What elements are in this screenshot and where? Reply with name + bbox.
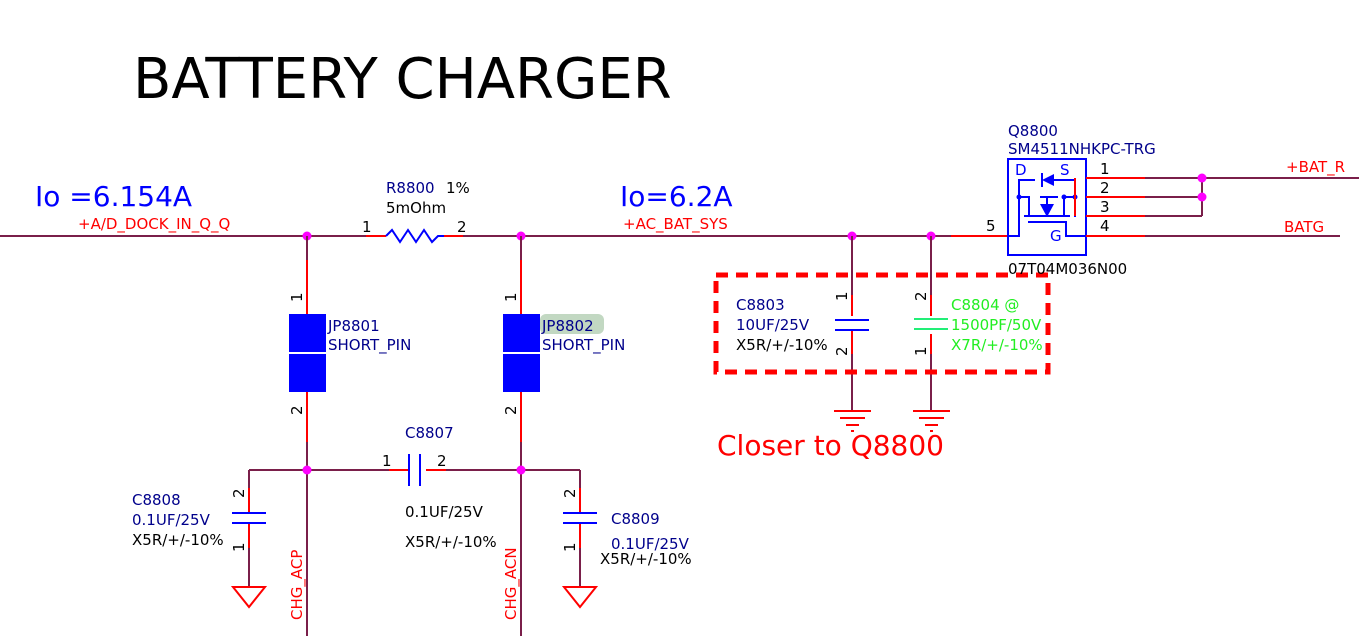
jp8802-ref: JP8802 bbox=[541, 317, 594, 335]
r8800-ref: R8800 bbox=[386, 179, 435, 197]
capacitor-c8803[interactable] bbox=[835, 236, 869, 411]
c8809-value: 0.1UF/25V bbox=[611, 535, 690, 553]
net-label-dock-in: +A/D_DOCK_IN_Q_Q bbox=[78, 215, 230, 234]
c8803-pin1: 1 bbox=[833, 291, 851, 301]
q8800-partno: 07T04M036N00 bbox=[1008, 260, 1127, 278]
c8808-pin2: 2 bbox=[230, 488, 248, 498]
q8800-source-wires[interactable] bbox=[1074, 177, 1359, 217]
q8800-ref: Q8800 bbox=[1008, 122, 1058, 140]
closer-to-q8800-note: Closer to Q8800 bbox=[717, 429, 944, 462]
io-left-annotation: Io =6.154A bbox=[35, 180, 192, 213]
jp8802-pin1: 1 bbox=[502, 292, 520, 302]
c8804-pin1: 1 bbox=[912, 346, 930, 356]
c8808-value: 0.1UF/25V bbox=[132, 511, 211, 529]
ground-icon bbox=[230, 586, 268, 609]
jp8801-pin1: 1 bbox=[288, 292, 306, 302]
io-right-annotation: Io=6.2A bbox=[620, 180, 733, 213]
c8807-pin2: 2 bbox=[437, 452, 447, 470]
c8803-pin2: 2 bbox=[833, 346, 851, 356]
capacitor-c8804[interactable] bbox=[914, 236, 948, 411]
c8803-spec: X5R/+/-10% bbox=[736, 336, 828, 354]
junction-dot bbox=[302, 465, 312, 475]
q8800-label-g: G bbox=[1050, 227, 1062, 245]
c8804-ref: C8804 @ bbox=[951, 296, 1019, 314]
c8807-pin1: 1 bbox=[382, 452, 392, 470]
jp8801-ref: JP8801 bbox=[327, 317, 380, 335]
junction-dot bbox=[1197, 173, 1207, 183]
c8807-spec: X5R/+/-10% bbox=[405, 533, 497, 551]
q8800-label-s: S bbox=[1060, 161, 1070, 179]
jumper-jp8801[interactable] bbox=[289, 236, 326, 636]
c8809-pin1: 1 bbox=[561, 542, 579, 552]
q8800-pin3: 3 bbox=[1100, 198, 1110, 216]
r8800-pin2: 2 bbox=[457, 218, 467, 236]
net-label-batg: BATG bbox=[1284, 218, 1324, 236]
jp8802-selection-highlight bbox=[540, 314, 604, 334]
r8800-pin1: 1 bbox=[362, 218, 372, 236]
c8808-pin1: 1 bbox=[230, 542, 248, 552]
jumper-jp8802[interactable] bbox=[503, 236, 540, 636]
r8800-value: 5mOhm bbox=[386, 199, 446, 217]
q8800-label-d: D bbox=[1015, 161, 1027, 179]
r8800-tolerance: 1% bbox=[446, 179, 470, 197]
jp8802-pin2: 2 bbox=[502, 405, 520, 415]
c8807-value: 0.1UF/25V bbox=[405, 503, 484, 521]
junction-dot bbox=[516, 465, 526, 475]
net-label-ac-bat-sys: +AC_BAT_SYS bbox=[623, 215, 728, 234]
q8800-pin4: 4 bbox=[1100, 217, 1110, 235]
c8804-pin2: 2 bbox=[912, 291, 930, 301]
q8800-pin1: 1 bbox=[1100, 160, 1110, 178]
jp8801-pin2: 2 bbox=[288, 405, 306, 415]
ground-icon bbox=[913, 410, 950, 432]
c8803-ref: C8803 bbox=[736, 296, 785, 314]
mosfet-q8800[interactable] bbox=[1007, 158, 1087, 256]
c8809-ref: C8809 bbox=[611, 510, 660, 528]
jp8802-value: SHORT_PIN bbox=[542, 336, 625, 355]
c8803-value: 10UF/25V bbox=[736, 316, 810, 334]
jp8801-value: SHORT_PIN bbox=[328, 336, 411, 355]
c8807-ref: C8807 bbox=[405, 424, 454, 442]
c8804-spec: X7R/+/-10% bbox=[951, 336, 1043, 354]
capacitor-c8807[interactable] bbox=[408, 454, 421, 486]
net-label-bat-r: +BAT_R bbox=[1286, 158, 1345, 177]
page-title: BATTERY CHARGER bbox=[133, 47, 672, 112]
c8808-ref: C8808 bbox=[132, 491, 181, 509]
net-label-chg-acp: CHG_ACP bbox=[288, 550, 307, 620]
c8804-value: 1500PF/50V bbox=[951, 316, 1042, 334]
c8809-pin2: 2 bbox=[561, 488, 579, 498]
capacitor-c8809[interactable] bbox=[563, 470, 597, 587]
resistor-r8800[interactable] bbox=[385, 228, 444, 244]
net-label-chg-acn: CHG_ACN bbox=[502, 547, 521, 620]
c8809-spec: X5R/+/-10% bbox=[600, 550, 692, 568]
q8800-pin5: 5 bbox=[986, 217, 996, 235]
q8800-pin2: 2 bbox=[1100, 179, 1110, 197]
placement-highlight-box bbox=[713, 272, 1051, 375]
c8808-spec: X5R/+/-10% bbox=[132, 531, 224, 549]
ground-icon bbox=[834, 410, 871, 432]
ground-icon bbox=[561, 586, 599, 609]
q8800-part: SM4511NHKPC-TRG bbox=[1008, 140, 1156, 158]
junction-dot bbox=[1197, 192, 1207, 202]
capacitor-c8808[interactable] bbox=[232, 470, 266, 587]
